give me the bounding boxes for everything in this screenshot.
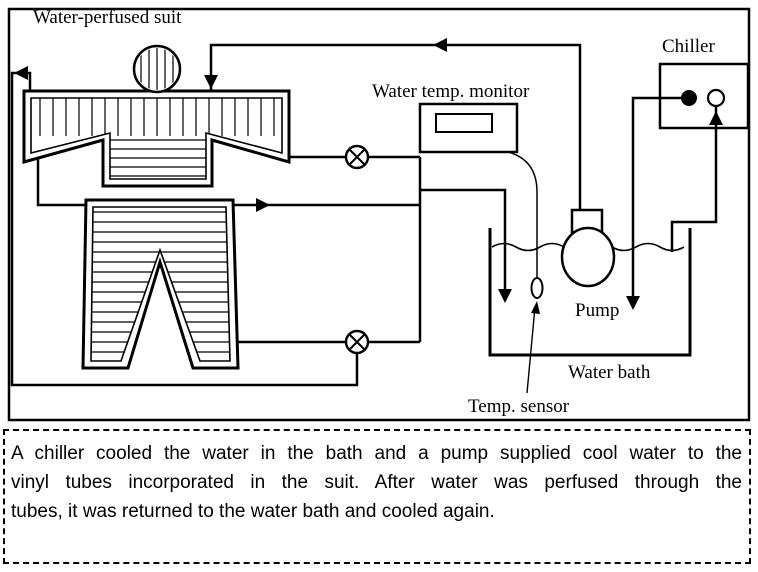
caption-line: tubes, it was returned to the water bath… (11, 501, 495, 522)
flow-arrow-left-corner (14, 66, 28, 80)
label-pump: Pump (575, 300, 619, 321)
pump-icon (560, 208, 616, 288)
suit-head (132, 44, 182, 94)
pipe-chiller-suction (670, 106, 718, 252)
pipe-waist-run (36, 158, 420, 207)
valve-icon-lower (344, 329, 370, 355)
pipe-left-return (10, 71, 359, 387)
flow-arrow-left-top (433, 38, 447, 52)
chiller-box (658, 62, 750, 130)
temp-sensor-probe (530, 277, 544, 299)
flow-arrows (14, 38, 723, 310)
label-temp-sensor: Temp. sensor (468, 396, 570, 417)
label-water-bath: Water bath (568, 362, 651, 383)
label-chiller: Chiller (662, 36, 715, 57)
sensor-wire (507, 151, 538, 279)
caption-line: vinyl tubes incorporated in the suit. Af… (11, 472, 742, 493)
flow-arrow-right-waist (256, 198, 270, 212)
temp-sensor-group (507, 151, 544, 394)
pipe-chiller-outlet (631, 96, 681, 307)
diagram-panel: Water-perfused suit Water temp. monitor … (7, 7, 751, 422)
chiller-indicator-dark (681, 90, 697, 106)
flow-arrow-chiller-out (626, 296, 640, 310)
diagram-svg: Water-perfused suit Water temp. monitor … (7, 7, 751, 422)
suit-pants (81, 198, 240, 370)
flow-arrow-chiller-in (709, 111, 723, 125)
chiller-indicator-light (706, 88, 726, 108)
monitor-display (435, 113, 493, 133)
pipe-pump-to-suit (209, 43, 582, 212)
label-water-perfused-suit: Water-perfused suit (33, 7, 182, 28)
monitor-box (418, 102, 519, 154)
suit-figure (22, 44, 291, 370)
pipe-return-to-bath (420, 188, 507, 300)
flow-arrow-into-shoulder (204, 75, 218, 89)
sensor-pointer-arrowhead (531, 301, 540, 314)
suit-jacket (22, 89, 291, 188)
sensor-pointer-arrow (526, 306, 536, 394)
caption-box: A chiller cooled the water in the bath a… (3, 429, 751, 564)
valve-icon-upper (344, 144, 370, 170)
pipes (10, 43, 718, 387)
label-water-temp-monitor: Water temp. monitor (372, 81, 530, 102)
flow-arrow-into-bath (498, 289, 512, 303)
caption-line: A chiller cooled the water in the bath a… (11, 443, 742, 464)
